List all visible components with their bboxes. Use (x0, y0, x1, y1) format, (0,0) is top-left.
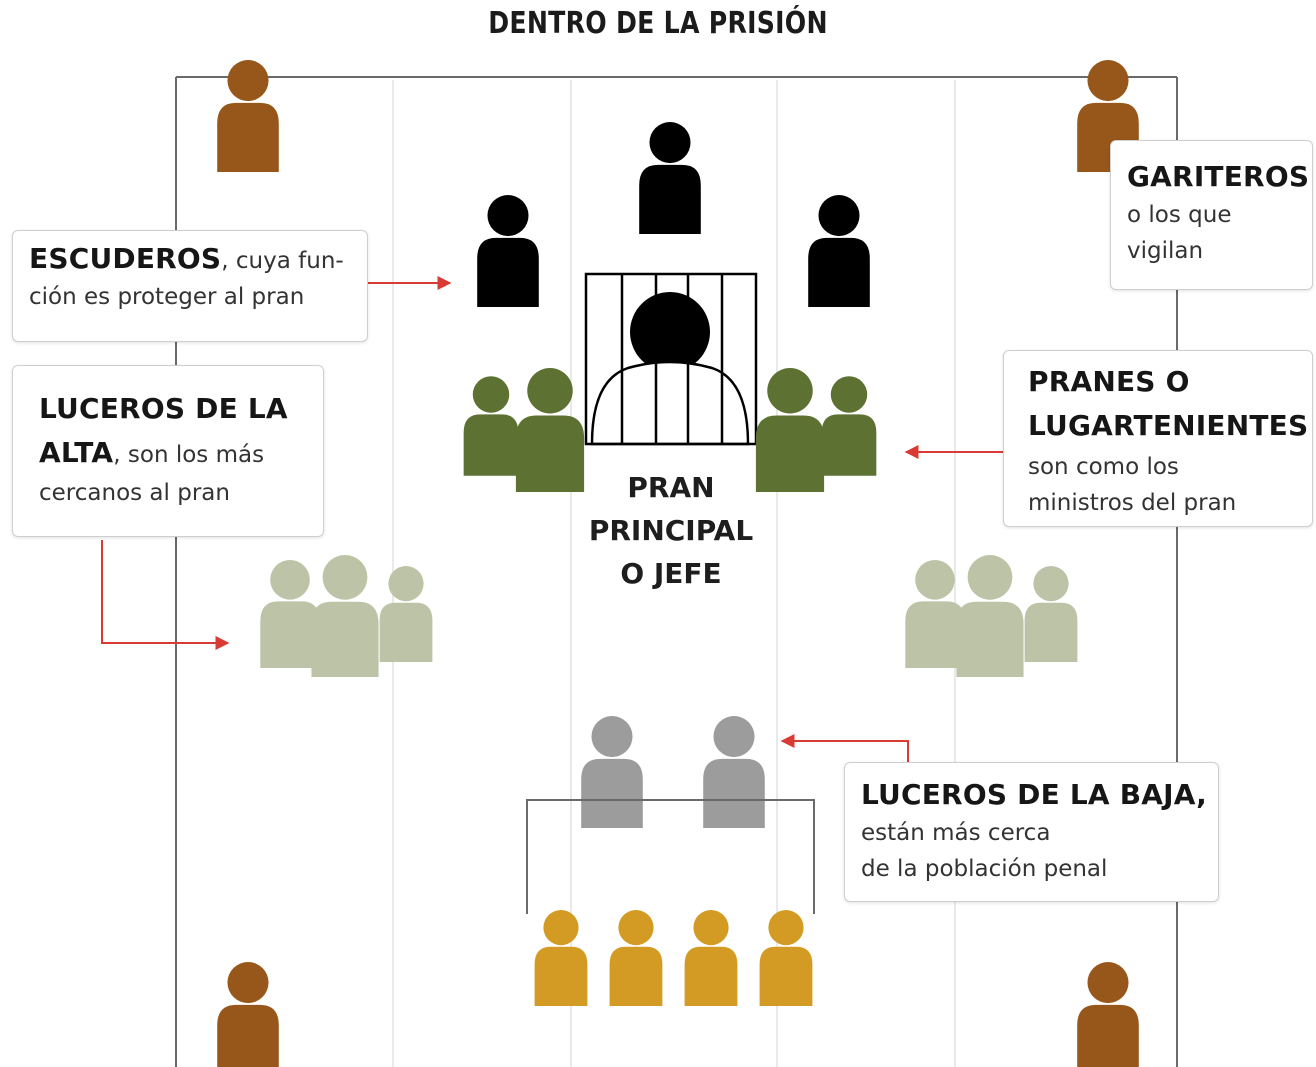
person-icon (905, 560, 965, 668)
person-icon (534, 910, 588, 1006)
poblacion-group (534, 910, 813, 1006)
callout-heading: LUGARTENIENTES (1028, 409, 1309, 442)
callout-text: de la población penal (861, 856, 1108, 882)
callout-text: son como los (1028, 454, 1179, 480)
arrow-luceros-alta (101, 540, 230, 650)
callout-heading: LUCEROS DE LA (39, 392, 288, 425)
callout-escuderos: ESCUDEROS, cuya fun- ción es proteger al… (12, 230, 368, 342)
arrow-luceros-baja (780, 734, 909, 762)
person-icon (759, 910, 813, 1006)
callout-text: vigilan (1127, 238, 1204, 264)
callout-text: o los que (1127, 202, 1232, 228)
person-icon (311, 555, 379, 677)
page-title: DENTRO DE LA PRISIÓN (488, 6, 828, 41)
jefe-body (590, 360, 750, 446)
jefe-head (630, 292, 710, 372)
pran-label-line: O JEFE (620, 557, 722, 590)
luceros-alta-left (260, 555, 433, 677)
person-icon (703, 716, 765, 828)
callout-heading: LUCEROS DE LA BAJA, (861, 778, 1207, 811)
callout-heading: ESCUDEROS (29, 242, 222, 275)
person-icon (260, 560, 320, 668)
callout-text: están más cerca (861, 820, 1051, 846)
pran-label-line: PRAN (627, 471, 715, 504)
person-icon (217, 962, 279, 1067)
pran-label-line: PRINCIPAL (588, 514, 754, 547)
person-icon (581, 716, 643, 828)
callout-gariteros: GARITEROS o los que vigilan (1110, 140, 1313, 290)
callout-text: , cuya fun- (221, 248, 344, 274)
luceros-alta-right (905, 555, 1078, 677)
callout-luceros-baja: LUCEROS DE LA BAJA, están más cerca de l… (844, 762, 1219, 902)
person-icon (463, 376, 519, 476)
callout-heading: PRANES O (1028, 365, 1190, 398)
person-icon (609, 910, 663, 1006)
person-icon (808, 195, 870, 307)
luceros-baja-group (581, 716, 765, 828)
callout-pranes: PRANES O LUGARTENIENTES son como los min… (1003, 350, 1313, 527)
person-icon (379, 566, 433, 662)
baja-bracket (526, 799, 815, 914)
person-icon (1024, 566, 1078, 662)
callout-heading: ALTA (39, 436, 114, 469)
callout-text: , son los más (113, 442, 265, 468)
person-icon (1077, 962, 1139, 1067)
person-icon (956, 555, 1024, 677)
person-icon (639, 122, 701, 234)
person-icon (821, 376, 877, 476)
callout-heading: GARITEROS (1127, 160, 1310, 193)
escuderos-group (477, 122, 870, 307)
pran-principal (584, 272, 758, 446)
pran-principal-label: PRAN PRINCIPAL O JEFE (560, 466, 782, 595)
callout-luceros-alta: LUCEROS DE LA ALTA, son los más cercanos… (12, 365, 324, 537)
callout-text: cercanos al pran (39, 480, 230, 506)
callout-text: ción es proteger al pran (29, 284, 305, 310)
person-icon (684, 910, 738, 1006)
callout-text: ministros del pran (1028, 490, 1237, 516)
arrows (101, 276, 1004, 762)
cell-bars-icon (584, 272, 758, 446)
person-icon (477, 195, 539, 307)
